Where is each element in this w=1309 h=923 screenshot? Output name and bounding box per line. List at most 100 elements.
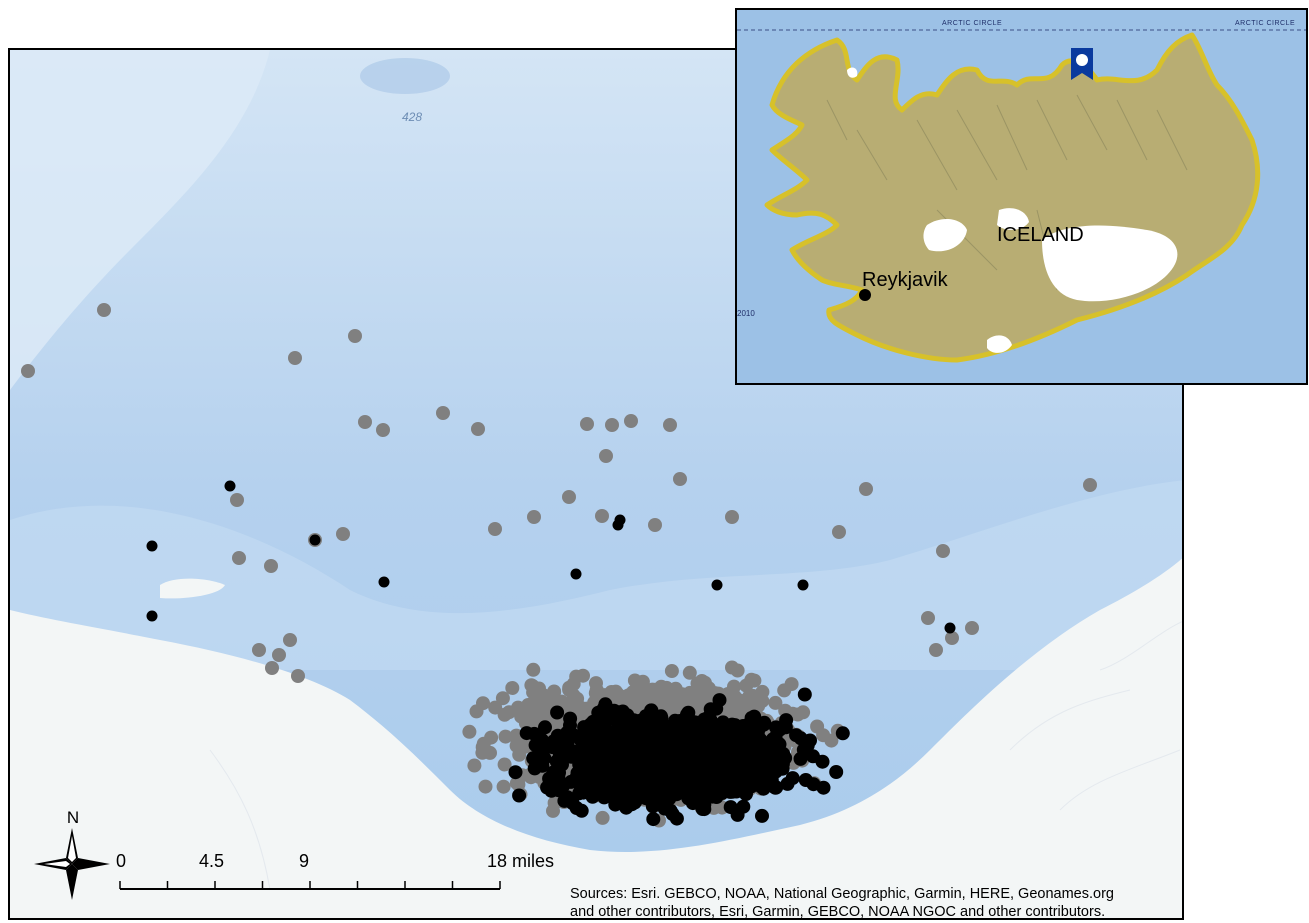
inset-map[interactable]: ARCTIC CIRCLE ARCTIC CIRCLE 2010 ICELAND… <box>735 8 1308 385</box>
point-gray <box>475 745 490 760</box>
point-gray <box>623 689 638 704</box>
north-arrow-highlight-n <box>68 836 76 862</box>
point-gray <box>462 724 477 739</box>
point-gray <box>527 510 541 524</box>
point-black <box>723 784 738 799</box>
reykjavik-marker[interactable] <box>859 289 871 301</box>
point-gray <box>589 676 603 691</box>
point-gray <box>547 684 562 699</box>
point-black <box>598 715 613 730</box>
scale-label-18: 18 miles <box>487 851 555 871</box>
point-gray <box>21 364 35 378</box>
seamount <box>360 58 450 94</box>
island <box>160 578 225 599</box>
point-black <box>545 740 560 755</box>
point-gray <box>230 493 244 507</box>
point-black <box>553 730 567 745</box>
point-black <box>944 622 956 634</box>
point-black <box>623 789 638 804</box>
point-black <box>624 745 639 760</box>
point-black <box>378 576 390 588</box>
point-gray <box>744 673 758 688</box>
point-black <box>700 713 715 728</box>
point-black <box>224 480 236 492</box>
point-gray <box>566 676 581 691</box>
point-gray <box>525 705 540 720</box>
point-black <box>646 812 661 827</box>
arctic-circle-label-right: ARCTIC CIRCLE <box>1235 20 1296 27</box>
land-mass <box>10 558 1182 918</box>
point-black <box>682 776 697 791</box>
point-black <box>146 610 158 622</box>
shallow-water-west <box>10 50 270 390</box>
point-black <box>641 754 655 769</box>
point-black <box>589 770 604 785</box>
point-gray <box>436 406 450 420</box>
point-black <box>798 773 813 787</box>
glacier-vatnajokull <box>1042 225 1178 302</box>
scale-label-0: 0 <box>116 851 127 871</box>
point-black <box>735 774 750 789</box>
point-black <box>730 807 745 822</box>
point-black <box>662 744 677 759</box>
point-black <box>669 811 684 826</box>
point-black <box>739 722 753 737</box>
point-black <box>574 803 589 818</box>
point-black <box>610 744 625 759</box>
study-area-marker-dot <box>1076 54 1088 66</box>
point-black <box>816 780 831 795</box>
point-black <box>696 785 711 800</box>
point-black <box>591 705 606 720</box>
north-label: N <box>67 808 79 827</box>
point-black <box>789 728 804 743</box>
point-gray <box>232 551 246 565</box>
point-black <box>612 759 626 774</box>
attribution-text: Sources: Esri. GEBCO, NOAA, National Geo… <box>570 885 1114 921</box>
point-gray <box>605 418 619 432</box>
scale-bar-ticks <box>119 881 501 889</box>
point-gray <box>635 674 650 689</box>
point-gray <box>497 707 512 722</box>
point-gray <box>648 518 662 532</box>
point-gray <box>488 522 502 536</box>
point-black <box>579 722 594 737</box>
point-gray <box>265 661 279 675</box>
point-black <box>508 765 523 780</box>
point-gray <box>532 681 546 696</box>
scale-label-4-5: 4.5 <box>199 851 225 871</box>
point-black <box>643 773 658 788</box>
point-gray <box>495 691 510 706</box>
point-black <box>596 750 611 765</box>
point-gray <box>288 351 302 365</box>
black-point-layer <box>146 480 956 827</box>
glacier-hofsjokull <box>997 208 1029 230</box>
point-gray <box>595 509 609 523</box>
north-arrow-highlight-w <box>44 861 70 867</box>
point-black <box>146 540 158 552</box>
point-gray <box>358 415 372 429</box>
point-black <box>740 742 755 757</box>
point-gray <box>682 665 697 680</box>
point-black <box>716 715 730 730</box>
point-black <box>538 720 552 735</box>
point-gray <box>725 510 739 524</box>
point-black <box>572 757 587 772</box>
point-gray <box>580 417 594 431</box>
point-black <box>778 751 793 765</box>
point-black <box>526 751 541 766</box>
point-black <box>552 765 566 780</box>
point-gray <box>725 660 739 675</box>
north-arrow-icon: N <box>34 808 110 900</box>
point-gray <box>336 527 350 541</box>
glacier-langjokull <box>923 218 967 252</box>
point-gray <box>599 449 613 463</box>
terrain-lines <box>209 621 1182 891</box>
point-black <box>785 771 800 786</box>
point-black <box>694 743 709 758</box>
point-gray <box>595 810 610 825</box>
point-black <box>768 780 783 795</box>
point-black <box>778 720 793 735</box>
point-gray <box>471 422 485 436</box>
point-gray <box>536 696 551 711</box>
point-gray <box>497 757 512 772</box>
